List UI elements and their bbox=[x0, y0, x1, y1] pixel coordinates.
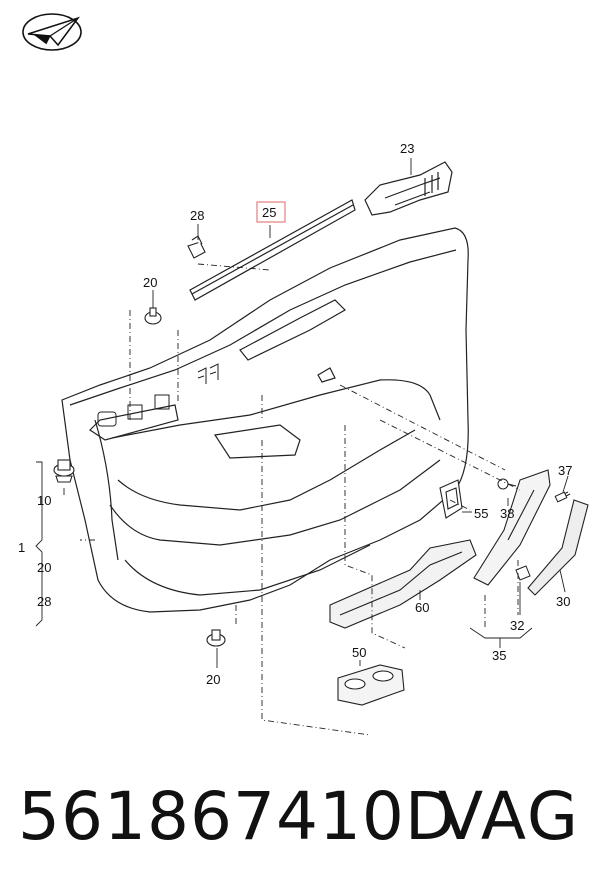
callout-1: 1 bbox=[18, 540, 25, 555]
grab-handle-35 bbox=[473, 469, 551, 586]
callout-60: 60 bbox=[415, 600, 429, 615]
trim-strip-25 bbox=[189, 199, 356, 301]
callout-28-top: 28 bbox=[190, 208, 204, 223]
highlight-box-25 bbox=[256, 201, 286, 223]
trim-cover-30 bbox=[527, 499, 589, 596]
callout-37: 37 bbox=[558, 463, 572, 478]
callout-20-top: 20 bbox=[143, 275, 157, 290]
callout-28-left: 28 bbox=[37, 594, 51, 609]
switch-bezel-55 bbox=[439, 479, 463, 519]
window-switch-icons bbox=[97, 363, 219, 427]
door-trim-panel bbox=[61, 227, 469, 613]
callout-20-mid: 20 bbox=[37, 560, 51, 575]
door-handle-23 bbox=[364, 161, 453, 216]
screw-20-top bbox=[144, 307, 162, 325]
clip-32 bbox=[515, 565, 531, 581]
brand-label: VAG bbox=[438, 778, 581, 855]
callout-55: 55 bbox=[474, 506, 488, 521]
callout-10: 10 bbox=[37, 493, 51, 508]
leader-lines bbox=[80, 263, 521, 736]
callout-38: 38 bbox=[500, 506, 514, 521]
armrest-60 bbox=[329, 539, 477, 629]
callout-50: 50 bbox=[352, 645, 366, 660]
paper-plane-logo-icon bbox=[22, 13, 82, 51]
screw-20-bottom bbox=[206, 629, 226, 647]
callout-25: 25 bbox=[262, 205, 276, 220]
callout-23: 23 bbox=[400, 141, 414, 156]
callout-leaders bbox=[35, 158, 569, 668]
footer: 561867410D VAG bbox=[0, 770, 600, 880]
callout-30: 30 bbox=[556, 594, 570, 609]
callout-20-bottom: 20 bbox=[206, 672, 220, 687]
callout-35: 35 bbox=[492, 648, 506, 663]
part-number: 561867410D bbox=[18, 778, 457, 855]
screw-37 bbox=[554, 491, 571, 503]
clip-10 bbox=[53, 459, 75, 483]
cup-holder-50 bbox=[337, 664, 405, 706]
clip-28 bbox=[187, 235, 206, 259]
callout-32: 32 bbox=[510, 618, 524, 633]
